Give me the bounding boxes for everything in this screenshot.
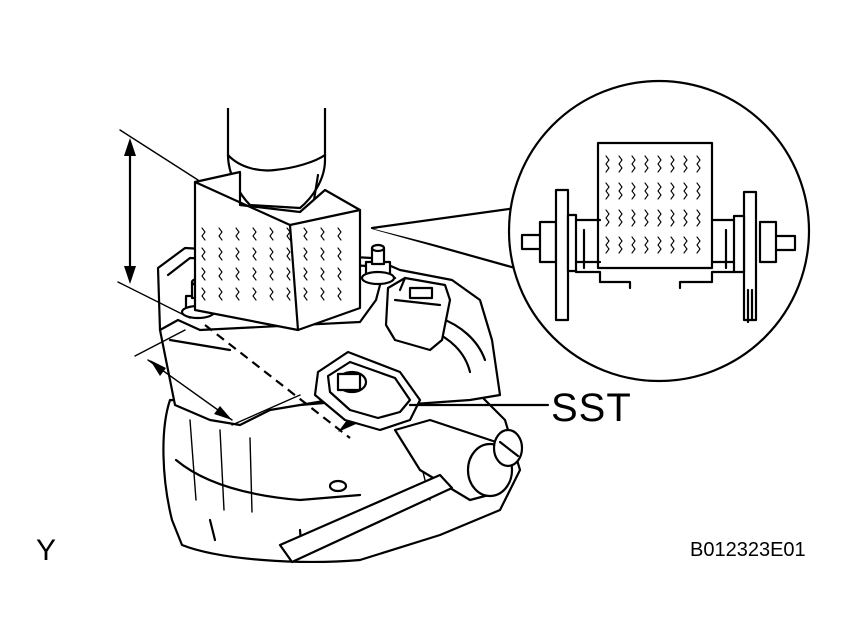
hatch-stroke (631, 209, 636, 227)
hatch-stroke (683, 236, 688, 254)
press-block (193, 170, 362, 332)
hatch-stroke (631, 155, 636, 173)
hatch-stroke (644, 236, 649, 254)
hatch-stroke (303, 247, 308, 261)
press-rod (226, 108, 327, 210)
hatch-stroke (303, 227, 308, 241)
hatch-stroke (252, 247, 257, 261)
hatch-stroke (605, 155, 610, 173)
hatch-stroke (644, 209, 649, 227)
figure-code: B012323E01 (690, 539, 806, 561)
hatch-stroke (303, 267, 308, 281)
hatch-stroke (657, 236, 662, 254)
press-block-hatching (201, 227, 342, 301)
detail-circle (507, 79, 811, 383)
hatch-stroke (252, 227, 257, 241)
hatch-stroke (320, 227, 325, 241)
hatch-stroke (644, 155, 649, 173)
hatch-stroke (696, 155, 701, 173)
hatch-stroke (286, 287, 291, 301)
hatch-stroke (605, 209, 610, 227)
detail-hatching (605, 155, 701, 254)
hatch-stroke (337, 267, 342, 281)
hatch-stroke (337, 227, 342, 241)
sst-tool (278, 350, 550, 564)
hatch-stroke (235, 267, 240, 281)
hatch-stroke (618, 236, 623, 254)
hatch-stroke (683, 209, 688, 227)
hatch-stroke (320, 267, 325, 281)
hatch-stroke (683, 182, 688, 200)
hatch-stroke (696, 236, 701, 254)
hatch-stroke (201, 247, 206, 261)
hatch-stroke (252, 287, 257, 301)
hatch-stroke (286, 227, 291, 241)
hatch-stroke (218, 227, 223, 241)
hatch-stroke (618, 182, 623, 200)
hatch-stroke (696, 182, 701, 200)
callout-pointer (370, 206, 520, 270)
hatch-stroke (670, 236, 675, 254)
hatch-stroke (605, 236, 610, 254)
hatch-stroke (235, 287, 240, 301)
hatch-stroke (201, 227, 206, 241)
hatch-stroke (269, 267, 274, 281)
hatch-stroke (657, 155, 662, 173)
hatch-stroke (235, 247, 240, 261)
hatch-stroke (337, 247, 342, 261)
hatch-stroke (696, 209, 701, 227)
hatch-stroke (657, 182, 662, 200)
connector-block (384, 276, 452, 352)
hatch-stroke (218, 267, 223, 281)
hatch-stroke (631, 236, 636, 254)
hatch-stroke (201, 267, 206, 281)
hatch-stroke (683, 155, 688, 173)
hatch-stroke (605, 182, 610, 200)
stud-bolt-right (360, 243, 396, 286)
hatch-stroke (269, 227, 274, 241)
hatch-stroke (269, 247, 274, 261)
hatch-stroke (631, 182, 636, 200)
hatch-stroke (618, 155, 623, 173)
hatch-stroke (670, 155, 675, 173)
hatch-stroke (320, 247, 325, 261)
corner-letter: Y (36, 534, 57, 567)
sst-label: SST (551, 386, 632, 430)
hatch-stroke (670, 209, 675, 227)
hatch-stroke (218, 247, 223, 261)
hatch-stroke (644, 182, 649, 200)
hatch-stroke (303, 287, 308, 301)
hatch-stroke (618, 209, 623, 227)
hatch-stroke (320, 287, 325, 301)
hatch-stroke (201, 287, 206, 301)
hatch-stroke (670, 182, 675, 200)
hatch-stroke (286, 267, 291, 281)
hatch-stroke (252, 267, 257, 281)
hatch-stroke (286, 247, 291, 261)
hatch-stroke (269, 287, 274, 301)
hatch-stroke (235, 227, 240, 241)
hatch-stroke (657, 209, 662, 227)
hatch-stroke (218, 287, 223, 301)
hatch-stroke (337, 287, 342, 301)
